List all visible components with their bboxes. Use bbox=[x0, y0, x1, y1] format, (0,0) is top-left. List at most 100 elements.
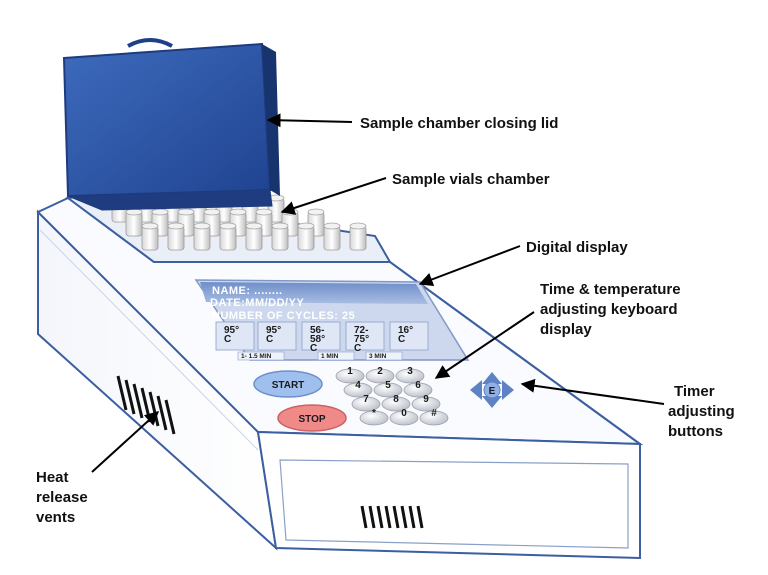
keypad-key[interactable]: 8 bbox=[381, 394, 411, 412]
timer-up-button[interactable] bbox=[482, 372, 502, 384]
sample-vial-cap bbox=[125, 208, 143, 216]
keypad-key[interactable]: 2 bbox=[365, 366, 395, 384]
keypad-key-shape[interactable] bbox=[403, 382, 433, 398]
keypad-key-shape[interactable] bbox=[365, 368, 395, 384]
keypad-key-label: 6 bbox=[415, 380, 421, 391]
lid-edge bbox=[67, 189, 273, 211]
vent-slot bbox=[164, 399, 176, 435]
keypad-key-shape[interactable] bbox=[359, 410, 389, 426]
timer-center-button[interactable] bbox=[483, 381, 501, 399]
keypad-key[interactable]: 4 bbox=[343, 380, 373, 398]
vent-slot bbox=[124, 379, 136, 415]
keypad-key-label: # bbox=[431, 408, 437, 419]
keypad-key[interactable]: 0 bbox=[389, 408, 419, 426]
start-button[interactable]: START bbox=[253, 370, 323, 398]
keypad-key-shape[interactable] bbox=[389, 410, 419, 426]
keypad-key-label: 4 bbox=[355, 380, 361, 391]
timer-adjusting-buttons[interactable]: E bbox=[470, 372, 514, 408]
time-cell-text: 1 MIN bbox=[321, 353, 339, 360]
lid-arrow bbox=[266, 113, 353, 128]
digital-display: NAME: ........ DATE:MM/DD/YY NUMBER OF C… bbox=[194, 279, 470, 361]
keypad-key[interactable]: # bbox=[419, 408, 449, 426]
keypad-key[interactable]: 1 bbox=[335, 366, 365, 384]
start-button-shape[interactable] bbox=[253, 370, 323, 398]
sample-vial bbox=[323, 225, 341, 251]
keypad-key-shape[interactable] bbox=[411, 396, 441, 412]
callout-arrows bbox=[91, 113, 665, 473]
keypad-key-shape[interactable] bbox=[335, 368, 365, 384]
lid-top-surface bbox=[62, 42, 272, 198]
temperature-cell bbox=[215, 321, 255, 351]
sample-vial-cap bbox=[323, 222, 341, 230]
keypad-key-label: 7 bbox=[363, 394, 369, 405]
keypad-key-shape[interactable] bbox=[419, 410, 449, 426]
label-heat-1: Heat bbox=[36, 469, 69, 486]
label-keyboard-2: adjusting keyboard bbox=[540, 301, 678, 318]
stop-button[interactable]: STOP bbox=[277, 404, 347, 432]
label-heat-3: vents bbox=[36, 509, 75, 526]
keypad-key-shape[interactable] bbox=[351, 396, 381, 412]
sample-vial bbox=[193, 225, 211, 251]
timer-down-button[interactable] bbox=[482, 396, 502, 408]
sample-vial bbox=[245, 225, 263, 251]
temperature-cell-text: C bbox=[224, 334, 231, 345]
keypad-key[interactable]: 6 bbox=[403, 380, 433, 398]
timer-arrow bbox=[520, 378, 665, 405]
sample-vial-cap bbox=[297, 222, 315, 230]
vent-slot bbox=[132, 383, 144, 419]
temperature-cell bbox=[389, 321, 429, 351]
temperature-cell-text: 56- bbox=[310, 325, 324, 336]
sample-vial-cap bbox=[203, 208, 221, 216]
lid-handle[interactable] bbox=[127, 38, 173, 48]
sample-vial bbox=[349, 225, 367, 251]
keypad-key[interactable]: 7 bbox=[351, 394, 381, 412]
vents-arrow bbox=[91, 411, 160, 473]
front-panel-inset bbox=[279, 459, 629, 549]
timer-left-button[interactable] bbox=[470, 380, 482, 400]
sample-chamber-lid[interactable] bbox=[62, 38, 280, 211]
timer-right-button[interactable] bbox=[502, 380, 514, 400]
sample-vial-cap bbox=[271, 222, 289, 230]
keypad-key-shape[interactable] bbox=[373, 382, 403, 398]
temperature-cell-text: 95° bbox=[224, 325, 239, 336]
sample-vial-cap bbox=[255, 208, 273, 216]
label-timer-1: Timer bbox=[674, 383, 715, 400]
body-bevel-line bbox=[39, 229, 259, 451]
keypad-key-label: 0 bbox=[401, 408, 407, 419]
screen-date-line: DATE:MM/DD/YY bbox=[210, 297, 304, 309]
vent-slot bbox=[116, 375, 128, 411]
temperature-cell-text: 72- bbox=[354, 325, 368, 336]
sample-vial-cap bbox=[229, 208, 247, 216]
temperature-cell-text: C bbox=[354, 343, 361, 354]
time-cell bbox=[365, 351, 403, 361]
keypad-key-shape[interactable] bbox=[381, 396, 411, 412]
keypad-key-shape[interactable] bbox=[343, 382, 373, 398]
sample-vial-cap bbox=[193, 222, 211, 230]
display-header bbox=[200, 282, 428, 304]
temperature-cells: 95°C95°C56-58°C72-75°C16°C bbox=[215, 321, 429, 354]
temperature-cell-text: C bbox=[398, 334, 405, 345]
vent-slot bbox=[368, 505, 376, 529]
keypad-key[interactable]: * bbox=[359, 408, 389, 426]
sample-vial bbox=[125, 211, 143, 237]
keypad-key[interactable]: 3 bbox=[395, 366, 425, 384]
label-digital-display: Digital display bbox=[526, 239, 628, 256]
temperature-cell-text: C bbox=[310, 343, 317, 354]
label-heat-2: release bbox=[36, 489, 88, 506]
keypad-key-shape[interactable] bbox=[395, 368, 425, 384]
vent-slot bbox=[392, 505, 400, 529]
keypad-key-label: 3 bbox=[407, 366, 413, 377]
temperature-cell bbox=[257, 321, 297, 351]
keypad-key[interactable]: 5 bbox=[373, 380, 403, 398]
sample-vial-cap bbox=[167, 222, 185, 230]
keypad-key[interactable]: 9 bbox=[411, 394, 441, 412]
timer-center-label: E bbox=[489, 386, 496, 397]
stop-button-shape[interactable] bbox=[277, 404, 347, 432]
keypad-key-label: 8 bbox=[393, 394, 399, 405]
time-cell bbox=[237, 351, 285, 361]
vent-slot bbox=[408, 505, 416, 529]
keypad-key-label: 2 bbox=[377, 366, 383, 377]
vials-arrow bbox=[280, 177, 387, 215]
keypad-key-label: 9 bbox=[423, 394, 429, 405]
